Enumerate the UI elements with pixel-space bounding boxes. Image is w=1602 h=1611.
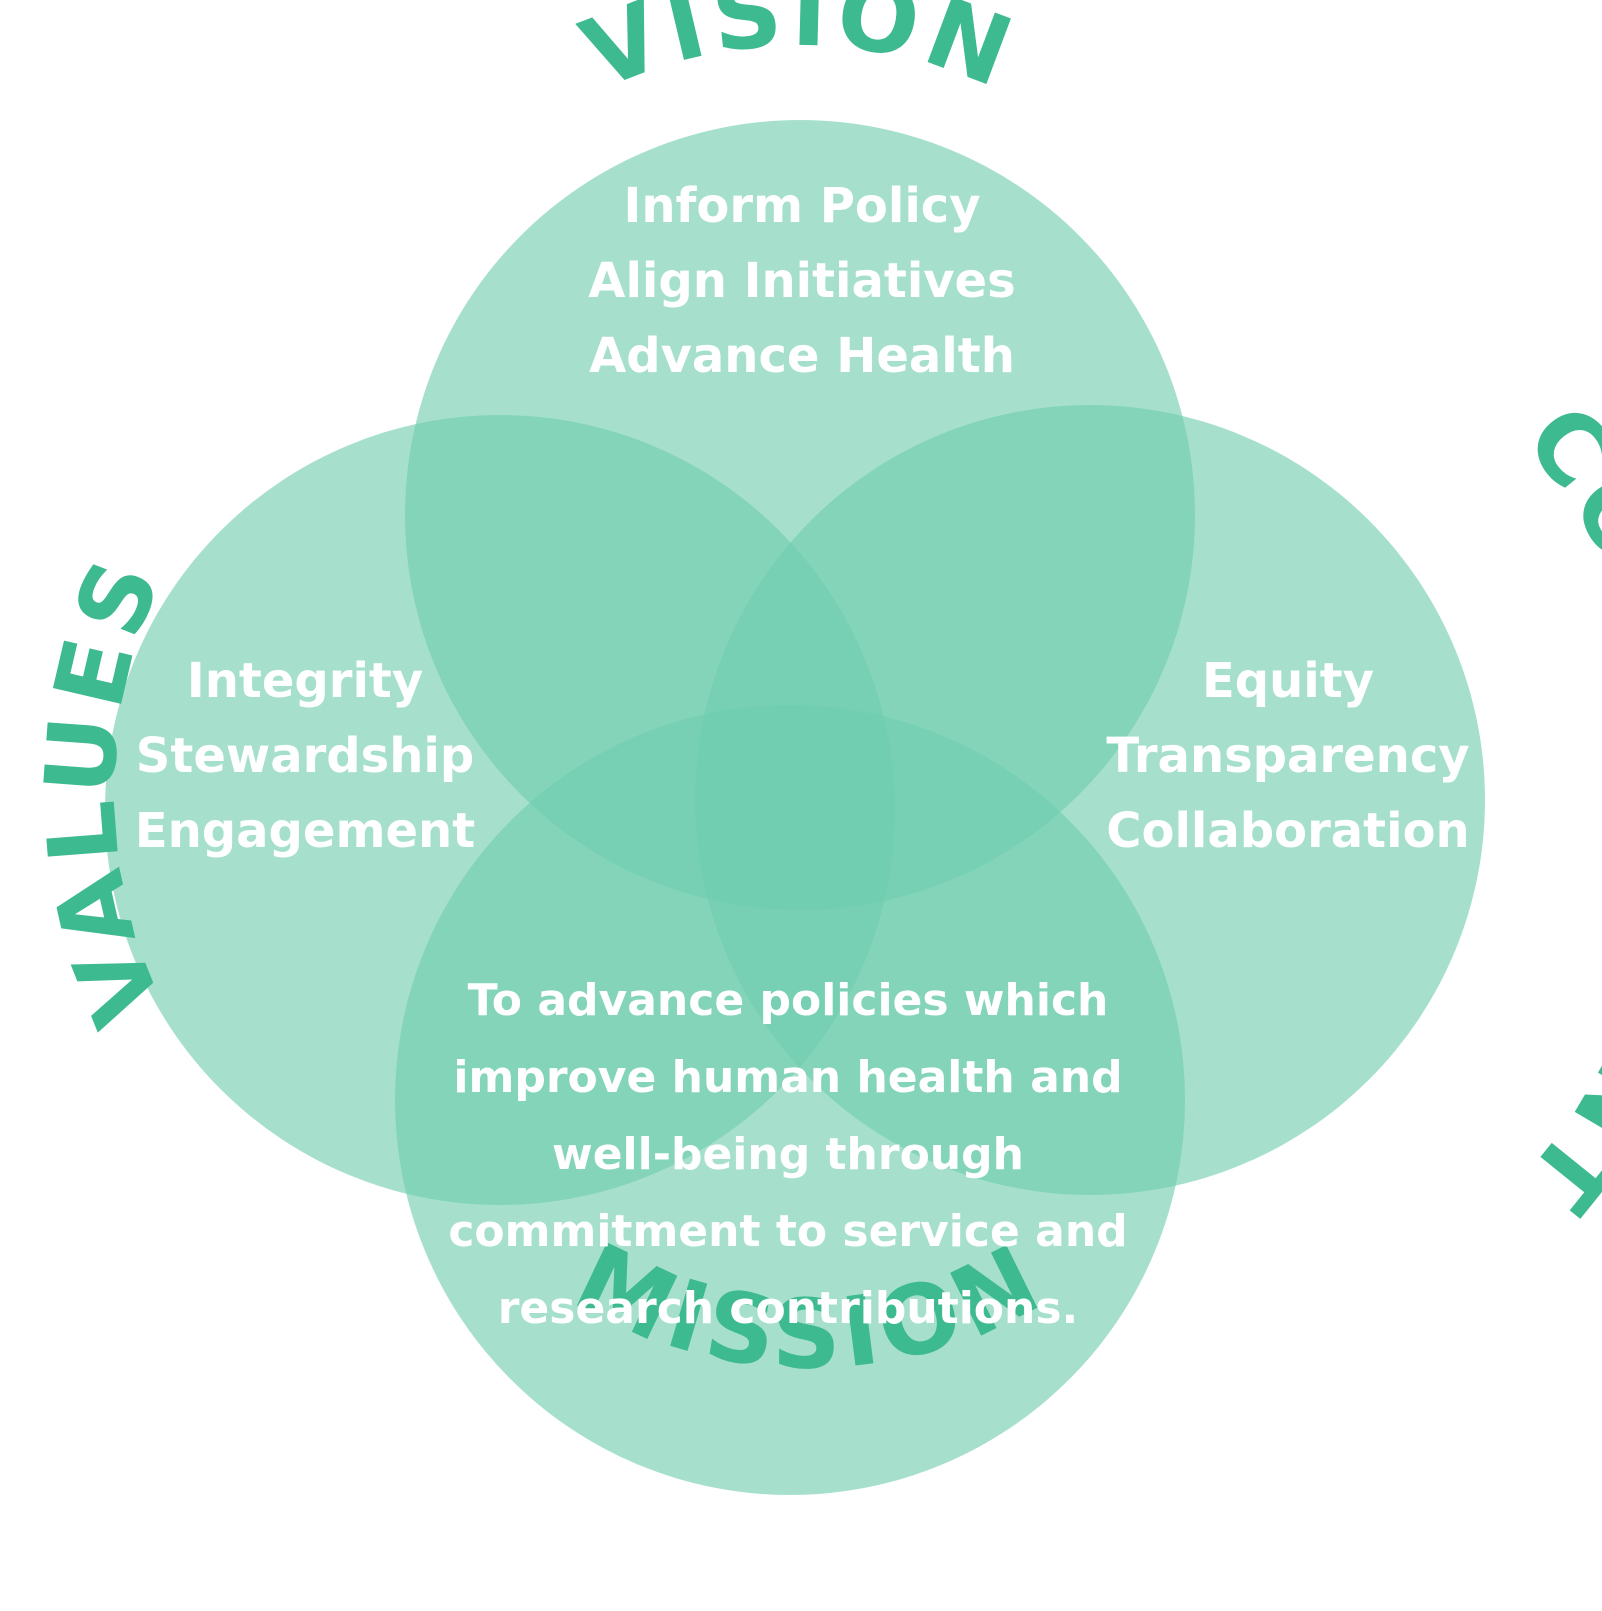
mission-statement: To advance policies which improve human … (448, 975, 1127, 1334)
values-item: Engagement (135, 803, 475, 859)
vision-item: Align Initiatives (588, 253, 1015, 309)
vision-circle (405, 120, 1195, 910)
commitment-items: Equity Transparency Collaboration (1106, 653, 1469, 859)
mission-line: To advance policies which (468, 975, 1109, 1026)
mission-circle (395, 705, 1185, 1495)
vision-item: Advance Health (589, 328, 1015, 384)
mission-line: research contributions. (498, 1283, 1079, 1334)
vision-item: Inform Policy (623, 178, 980, 234)
values-item: Integrity (187, 653, 423, 709)
vision-items: Inform Policy Align Initiatives Advance … (588, 178, 1015, 384)
commitment-item: Collaboration (1106, 803, 1469, 859)
commitment-label: COMMITMENT (1504, 384, 1602, 1236)
mission-line: improve human health and (453, 1052, 1122, 1103)
vision-label: VISION (568, 0, 1031, 111)
commitment-item: Transparency (1106, 728, 1469, 784)
values-item: Stewardship (136, 728, 474, 784)
commitment-item: Equity (1202, 653, 1374, 709)
values-items: Integrity Stewardship Engagement (135, 653, 475, 859)
mission-line: commitment to service and (448, 1206, 1127, 1257)
mission-line: well-being through (552, 1129, 1024, 1180)
